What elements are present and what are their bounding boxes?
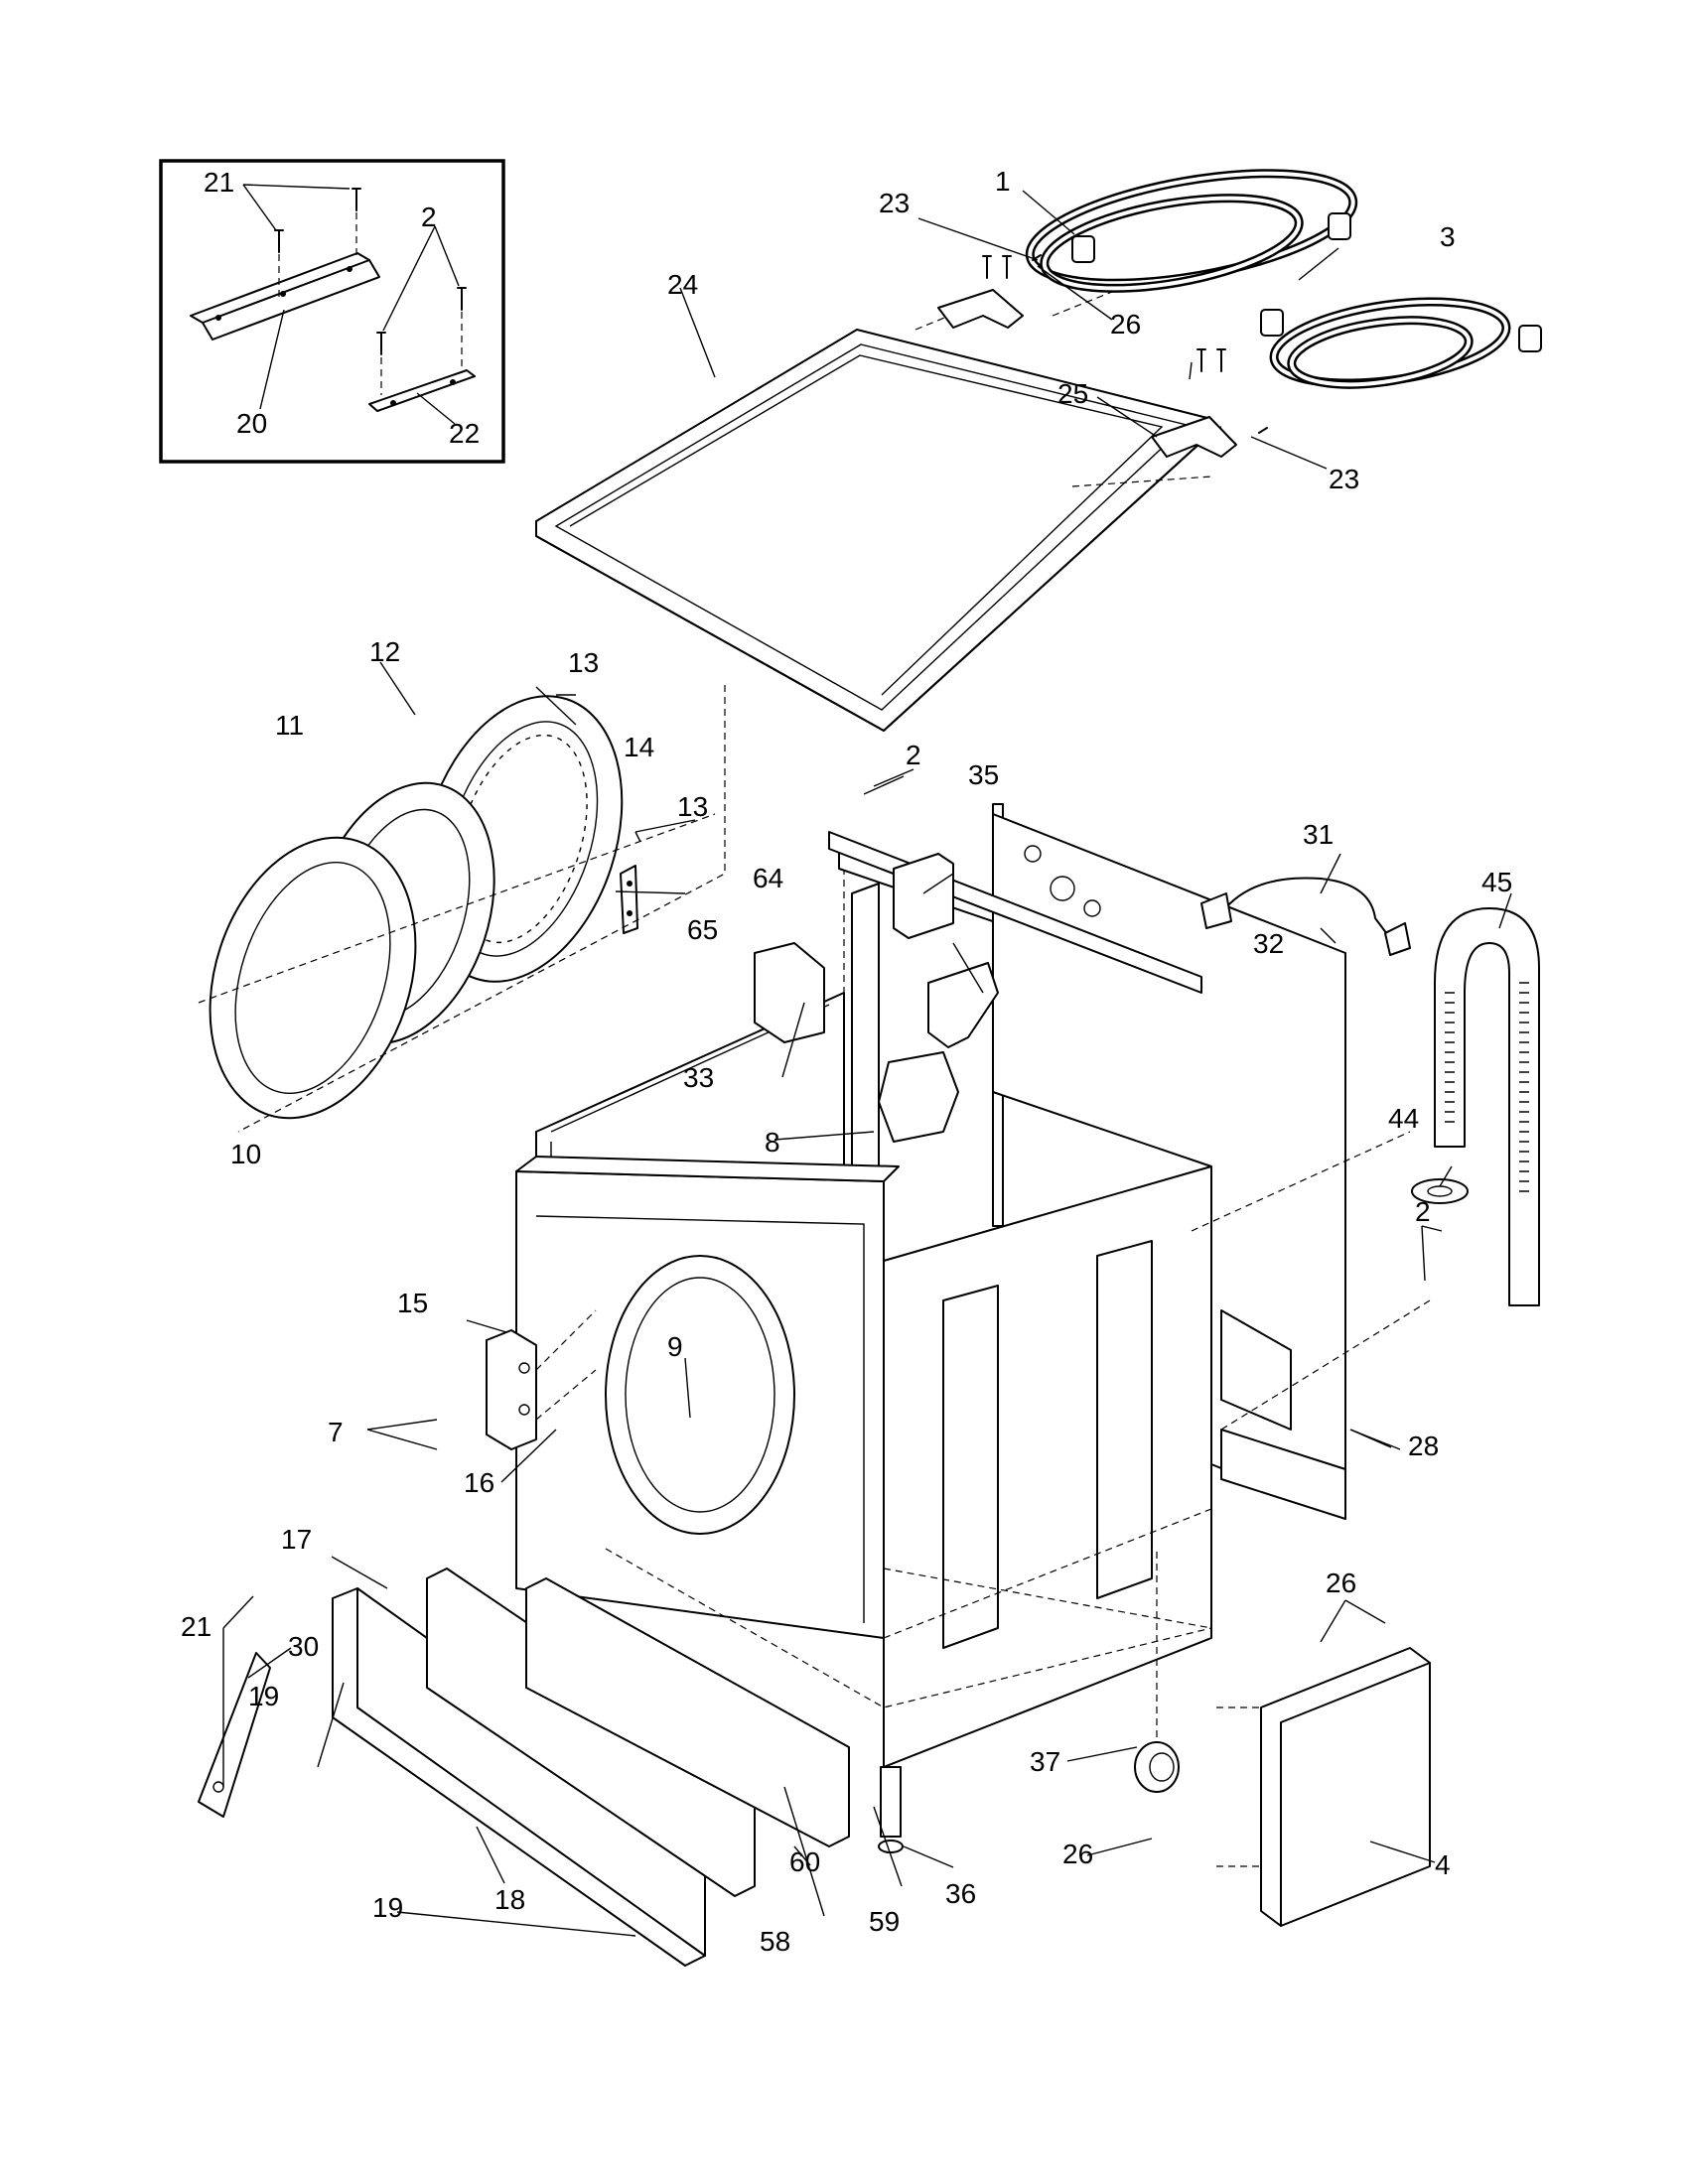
callout-26: 26 bbox=[1062, 1839, 1093, 1869]
callout-28: 28 bbox=[1408, 1431, 1439, 1461]
callout-21: 21 bbox=[181, 1611, 211, 1642]
callout-19: 19 bbox=[372, 1892, 403, 1923]
callout-26: 26 bbox=[1110, 309, 1141, 340]
callout-15: 15 bbox=[397, 1288, 428, 1318]
callout-20: 20 bbox=[236, 408, 267, 439]
callout-19: 19 bbox=[248, 1681, 279, 1711]
callout-18: 18 bbox=[494, 1884, 525, 1915]
callout-17: 17 bbox=[281, 1524, 312, 1555]
callout-13: 13 bbox=[568, 647, 599, 678]
callout-2: 2 bbox=[421, 202, 437, 232]
bottom-parts bbox=[1134, 1549, 1431, 1927]
callout-35: 35 bbox=[968, 759, 999, 790]
callout-65: 65 bbox=[687, 914, 718, 945]
callout-26: 26 bbox=[1326, 1568, 1356, 1598]
callout-16: 16 bbox=[464, 1467, 494, 1498]
corner-bracket bbox=[198, 1652, 271, 1818]
callout-44: 44 bbox=[1388, 1103, 1419, 1134]
callout-25: 25 bbox=[1057, 378, 1088, 409]
callout-31: 31 bbox=[1303, 819, 1334, 850]
top-lid bbox=[535, 287, 1222, 732]
callout-13: 13 bbox=[677, 791, 708, 822]
callout-59: 59 bbox=[869, 1906, 900, 1937]
door-assembly bbox=[198, 685, 726, 1133]
callout-23: 23 bbox=[1329, 464, 1359, 494]
callout-22: 22 bbox=[449, 418, 480, 449]
cabinet bbox=[515, 803, 1212, 1768]
callout-14: 14 bbox=[624, 732, 654, 762]
callout-64: 64 bbox=[753, 863, 783, 893]
leveling-foot bbox=[878, 1766, 904, 1853]
callout-58: 58 bbox=[760, 1926, 790, 1957]
callout-7: 7 bbox=[328, 1417, 344, 1447]
callout-37: 37 bbox=[1030, 1746, 1060, 1777]
callout-2: 2 bbox=[1415, 1196, 1431, 1227]
callout-10: 10 bbox=[230, 1139, 261, 1169]
callout-45: 45 bbox=[1481, 867, 1512, 897]
callout-9: 9 bbox=[667, 1331, 683, 1362]
callout-36: 36 bbox=[945, 1878, 976, 1909]
leader-lines bbox=[222, 190, 1512, 1937]
callout-labels: 1 2 2 2 3 4 7 8 9 10 11 12 13 13 14 15 1… bbox=[181, 166, 1512, 1957]
callout-11: 11 bbox=[275, 710, 304, 741]
callout-30: 30 bbox=[288, 1631, 319, 1662]
kick-panels bbox=[332, 1568, 850, 1967]
callout-33: 33 bbox=[683, 1062, 714, 1093]
callout-2: 2 bbox=[906, 740, 921, 770]
drain-hose bbox=[1411, 907, 1540, 1306]
internal-parts bbox=[754, 853, 999, 1143]
callout-24: 24 bbox=[667, 269, 698, 300]
callout-32: 32 bbox=[1253, 928, 1284, 959]
callout-8: 8 bbox=[765, 1127, 780, 1158]
callout-12: 12 bbox=[369, 636, 400, 667]
door-hinge bbox=[486, 1309, 597, 1450]
callout-1: 1 bbox=[995, 166, 1011, 197]
inlet-hoses bbox=[1025, 169, 1542, 389]
callout-21: 21 bbox=[204, 167, 234, 198]
callout-60: 60 bbox=[789, 1846, 820, 1877]
hose-brackets bbox=[937, 254, 1268, 458]
power-cord bbox=[1200, 877, 1411, 956]
callout-4: 4 bbox=[1435, 1849, 1451, 1880]
inset-detail-box bbox=[159, 159, 505, 464]
callout-3: 3 bbox=[1440, 221, 1456, 252]
callout-23: 23 bbox=[879, 188, 910, 218]
